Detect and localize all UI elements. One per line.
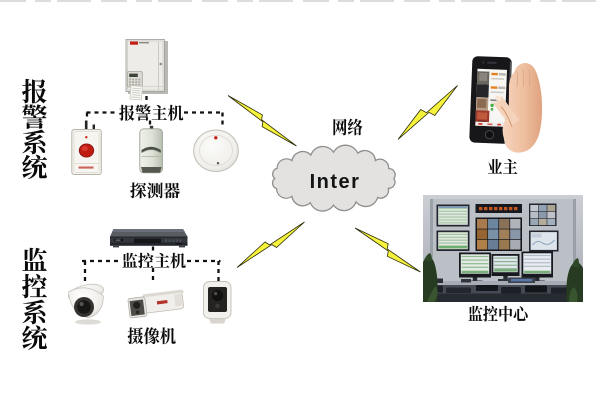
svg-text:Inter: Inter: [310, 171, 361, 193]
